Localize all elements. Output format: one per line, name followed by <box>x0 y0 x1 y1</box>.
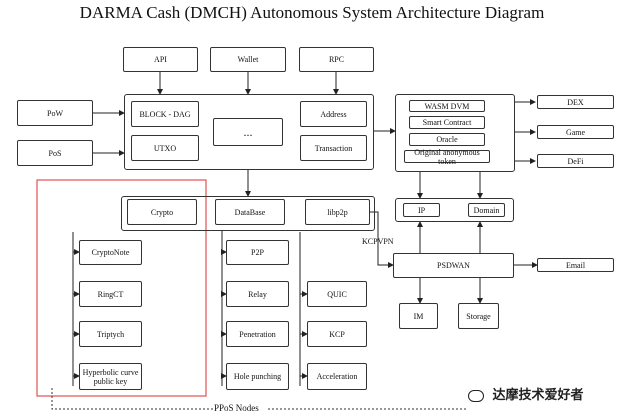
triptych-box: Triptych <box>79 321 142 347</box>
block-dag-box: BLOCK - DAG <box>131 101 199 127</box>
hole-punching-box: Hole punching <box>226 363 289 390</box>
ringct-box: RingCT <box>79 281 142 307</box>
wasm-dvm-box: WASM DVM <box>409 100 485 112</box>
transaction-box: Transaction <box>300 135 367 161</box>
ip-box: IP <box>403 203 440 217</box>
game-box: Game <box>537 125 614 139</box>
diagram-title: DARMA Cash (DMCH) Autonomous System Arch… <box>79 3 545 22</box>
oracle-box: Oracle <box>409 133 485 146</box>
core-container <box>124 94 374 170</box>
cryptonote-box: CryptoNote <box>79 240 142 265</box>
im-box: IM <box>399 303 438 329</box>
token-box: Original anonymous token <box>404 148 490 166</box>
dex-box: DEX <box>537 95 614 109</box>
vm-container <box>395 94 515 172</box>
relay-box: Relay <box>226 281 289 307</box>
wechat-icon <box>468 389 484 402</box>
pos-box: PoS <box>17 140 93 166</box>
database-box: DataBase <box>215 199 285 225</box>
ppos-nodes-label: PPoS Nodes <box>214 403 259 413</box>
network-container <box>395 198 514 222</box>
quic-box: QUIC <box>307 281 367 307</box>
watermark: 达摩技术爱好者 <box>468 384 584 403</box>
domain-box: Domain <box>468 203 505 217</box>
watermark-text: 达摩技术爱好者 <box>492 388 584 403</box>
email-box: Email <box>537 258 614 272</box>
wallet-box: Wallet <box>210 47 286 72</box>
hyperbolic-curve-box: Hyperbolic curve public key <box>79 363 142 390</box>
psdwan-box: PSDWAN <box>393 253 514 278</box>
modules-container <box>121 196 375 231</box>
smart-contract-box: Smart Contract <box>409 116 485 129</box>
address-box: Address <box>300 101 367 127</box>
rpc-box: RPC <box>299 47 374 72</box>
penetration-box: Penetration <box>226 321 289 347</box>
pow-box: PoW <box>17 100 93 126</box>
kcpvpn-label: KCPVPN <box>362 237 394 246</box>
p2p-box: P2P <box>226 240 289 265</box>
utxo-box: UTXO <box>131 135 199 161</box>
libp2p-box: libp2p <box>305 199 370 225</box>
crypto-box: Crypto <box>127 199 197 225</box>
api-box: API <box>123 47 198 72</box>
acceleration-box: Acceleration <box>307 363 367 390</box>
defi-box: DeFi <box>537 154 614 168</box>
storage-box: Storage <box>458 303 499 329</box>
kcp-box: KCP <box>307 321 367 347</box>
ellipsis-box: ... <box>213 118 283 146</box>
